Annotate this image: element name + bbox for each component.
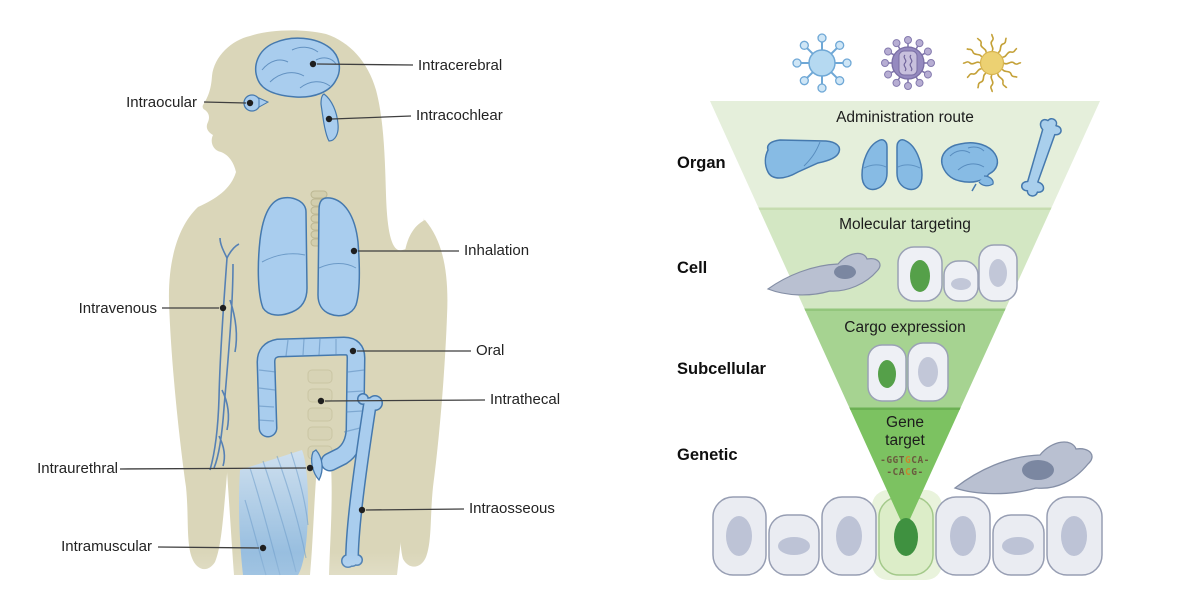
expressing-nucleus [878,360,896,388]
nanoparticle-vector-icon [962,33,1022,93]
label-intramuscular: Intramuscular [61,538,152,555]
bottom-fade [140,552,480,616]
funnel-label-molecular-targeting: Molecular targeting [839,216,971,233]
label-intravenous: Intravenous [78,300,157,317]
arm-veins-illustration [209,237,240,471]
targeted-cell-nucleus [910,260,930,292]
liver-icon [764,139,841,179]
label-intraosseous: Intraosseous [469,500,555,517]
femur-bone-illustration [341,393,383,568]
tissue-cell-row [712,496,1103,576]
gene-sequence-line-1: -GGTGCA- [880,455,930,466]
right-arm [400,220,448,567]
category-label-genetic: Genetic [677,446,738,464]
spine-illustration [307,369,333,460]
brain-icon [940,142,999,192]
label-inhalation: Inhalation [464,242,530,259]
label-intraocular: Intraocular [126,94,197,111]
label-intracerebral: Intracerebral [418,57,503,74]
funnel-label-gene-target: Gene target [885,414,925,449]
category-label-cell: Cell [677,259,708,277]
cell-band-cells [897,244,1018,302]
subcellular-cells [867,342,949,402]
target-cell-nucleus [894,518,918,556]
leader-lines [119,63,486,549]
left-arm [168,207,242,570]
category-label-subcellular: Subcellular [677,360,766,378]
lungs-illustration [257,196,361,317]
brain-illustration [254,37,341,98]
funnel-label-administration-route: Administration route [836,109,974,126]
gene-sequence-line-2: -CACG- [886,467,924,478]
label-intracochlear: Intracochlear [416,107,503,124]
urethra-illustration [311,449,323,482]
category-label-organ: Organ [677,154,726,172]
body-silhouette [168,30,448,576]
bone-icon [1020,118,1062,197]
leader-dots [219,60,366,552]
label-intraurethral: Intraurethral [37,460,118,477]
fibroblast-cell-icon [766,252,881,296]
enveloped-virus-vector-icon [880,35,936,91]
label-intrathecal: Intrathecal [490,391,561,408]
lungs-icon [861,139,923,191]
funnel-label-cargo-expression: Cargo expression [844,319,966,336]
aav-vector-icon [792,33,852,93]
fibroblast-cell-icon-large [953,441,1093,495]
label-oral: Oral [476,342,505,359]
